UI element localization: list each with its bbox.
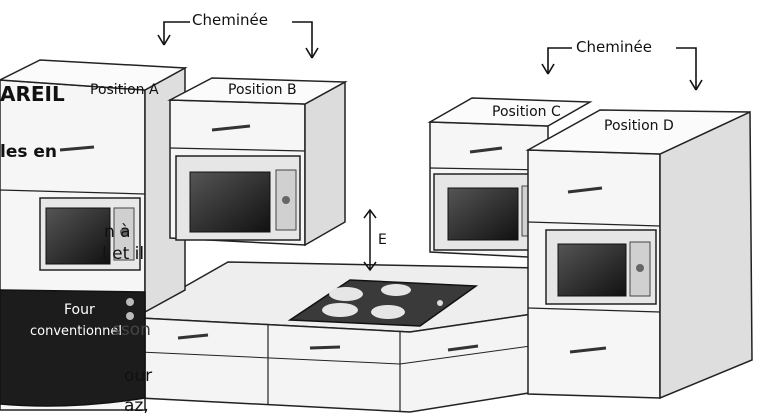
cut-text-line3: n à	[104, 222, 131, 242]
microwave-d	[545, 229, 657, 305]
position-d-label: Position D	[604, 118, 674, 134]
oven-label-line1: Four	[64, 302, 95, 318]
cut-text-line1: AREIL	[0, 82, 65, 106]
position-a-label: Position A	[90, 82, 159, 98]
microwave-left	[39, 197, 141, 271]
chimney-label-right: Cheminée	[576, 38, 652, 56]
chimney-label-left: Cheminée	[192, 11, 268, 29]
cut-text-line4: l et il	[102, 244, 145, 264]
cooktop	[287, 279, 479, 327]
oven-label-line2: conventionnel	[30, 324, 123, 339]
cut-text-line5: sson	[112, 320, 151, 340]
microwave-c	[433, 173, 543, 251]
position-c-label: Position C	[492, 104, 561, 120]
chimney-bracket-right	[541, 47, 703, 91]
microwave-b	[175, 155, 301, 241]
cut-text-line6: our	[124, 366, 153, 386]
conventional-oven	[0, 289, 146, 407]
cut-text-line7: az,	[124, 396, 149, 416]
cut-text-line2: les en	[0, 142, 58, 162]
distance-e-marker	[363, 208, 377, 272]
chimney-bracket-left	[157, 21, 319, 59]
distance-e-label: E	[378, 232, 387, 248]
position-b-label: Position B	[228, 82, 297, 98]
